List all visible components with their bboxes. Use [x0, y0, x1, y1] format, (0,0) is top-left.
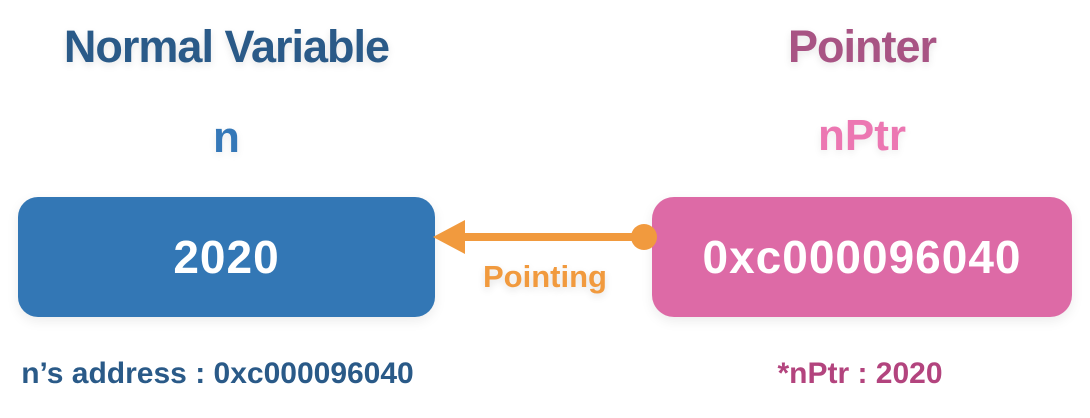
pointer-value-box: 0xc000096040: [652, 197, 1072, 317]
variable-name-nptr: nPtr: [818, 111, 906, 160]
dereference-footnote: *nPtr : 2020: [777, 357, 943, 390]
normal-variable-heading: Normal Variable: [63, 21, 390, 72]
normal-variable-value-box: 2020: [18, 197, 435, 317]
variable-name-n: n: [213, 113, 240, 162]
pointer-value: 0xc000096040: [702, 231, 1022, 283]
normal-variable-value: 2020: [173, 231, 280, 283]
pointing-label: Pointing: [483, 259, 607, 294]
address-footnote: n’s address : 0xc000096040: [21, 357, 414, 390]
pointing-arrow-icon: [433, 220, 657, 254]
pointer-heading: Pointer: [787, 21, 937, 72]
